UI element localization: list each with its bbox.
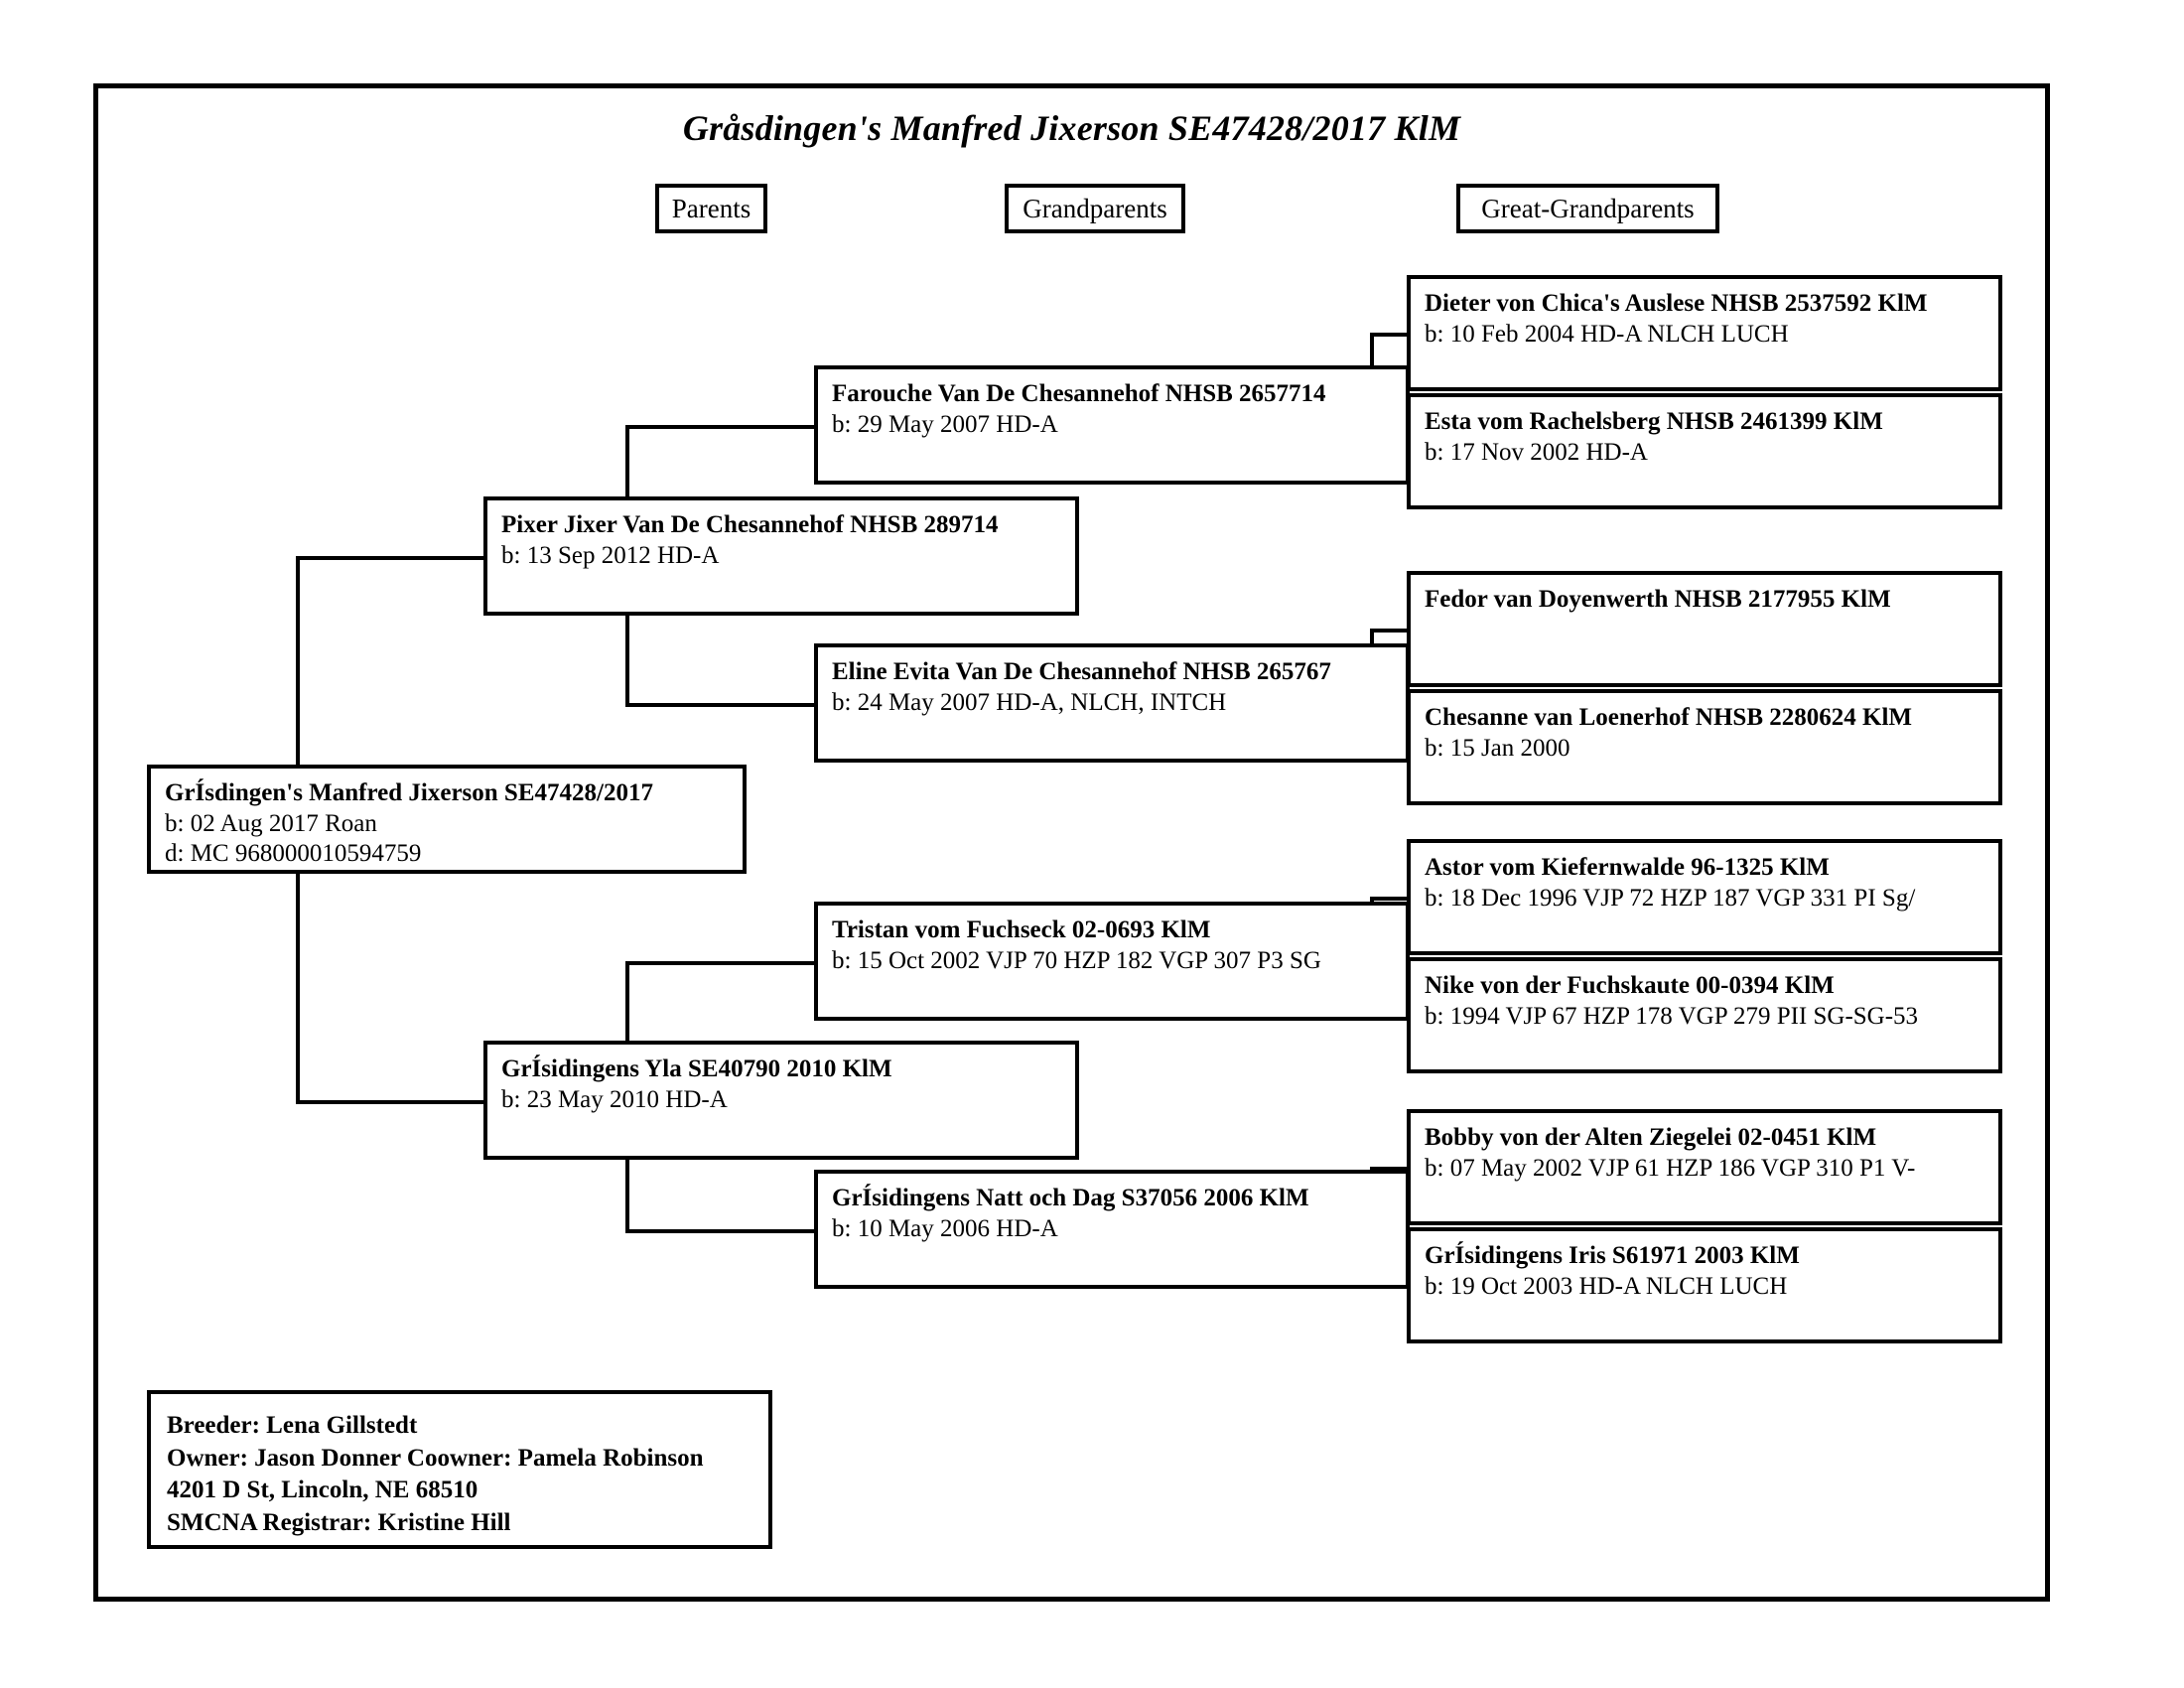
subject-name: GrÍsdingen's Manfred Jixerson SE47428/20… — [165, 779, 653, 806]
address-line: 4201 D St, Lincoln, NE 68510 — [167, 1477, 478, 1503]
grandparent-box-4[interactable]: GrÍsidingens Natt och Dag S37056 2006 Kl… — [814, 1170, 1410, 1289]
parent-sire-details: b: 13 Sep 2012 HD-A — [501, 541, 720, 569]
connector-gp4-to-ggp7 — [1370, 1167, 1411, 1171]
great-grandparent-1-details: b: 10 Feb 2004 HD-A NLCH LUCH — [1425, 320, 1789, 348]
breeder-line: Breeder: Lena Gillstedt — [167, 1412, 418, 1439]
great-grandparent-box-7[interactable]: Bobby von der Alten Ziegelei 02-0451 KlM… — [1407, 1109, 2002, 1225]
connector-gp1-to-ggp1 — [1370, 333, 1411, 337]
parent-sire-name: Pixer Jixer Van De Chesannehof NHSB 2897… — [501, 511, 999, 538]
great-grandparent-box-5[interactable]: Astor vom Kiefernwalde 96-1325 KlM b: 18… — [1407, 839, 2002, 955]
connector-gp2-to-ggp3 — [1370, 629, 1411, 633]
grandparent-1-name: Farouche Van De Chesannehof NHSB 2657714 — [832, 380, 1326, 407]
connector-gp3-to-ggp5 — [1370, 897, 1411, 901]
column-header-parents-label: Parents — [671, 193, 751, 223]
grandparent-box-3[interactable]: Tristan vom Fuchseck 02-0693 KlM b: 15 O… — [814, 902, 1410, 1021]
parent-box-dam[interactable]: GrÍsidingens Yla SE40790 2010 KlM b: 23 … — [483, 1041, 1079, 1160]
great-grandparent-8-details: b: 19 Oct 2003 HD-A NLCH LUCH — [1425, 1272, 1788, 1300]
registrar-line: SMCNA Registrar: Kristine Hill — [167, 1508, 511, 1536]
parent-box-sire[interactable]: Pixer Jixer Van De Chesannehof NHSB 2897… — [483, 496, 1079, 616]
great-grandparent-4-name: Chesanne van Loenerhof NHSB 2280624 KlM — [1425, 704, 1913, 731]
great-grandparent-box-4[interactable]: Chesanne van Loenerhof NHSB 2280624 KlM … — [1407, 689, 2002, 805]
grandparent-2-details: b: 24 May 2007 HD-A, NLCH, INTCH — [832, 688, 1227, 716]
column-header-grandparents-label: Grandparents — [1023, 193, 1167, 223]
grandparent-box-1[interactable]: Farouche Van De Chesannehof NHSB 2657714… — [814, 365, 1410, 485]
great-grandparent-5-details: b: 18 Dec 1996 VJP 72 HZP 187 VGP 331 PI… — [1425, 884, 1916, 912]
breeder-owner-info-box: Breeder: Lena Gillstedt Owner: Jason Don… — [147, 1390, 772, 1549]
grandparent-1-details: b: 29 May 2007 HD-A — [832, 410, 1058, 438]
column-header-great-grandparents: Great-Grandparents — [1456, 184, 1719, 233]
great-grandparent-7-details: b: 07 May 2002 VJP 61 HZP 186 VGP 310 P1… — [1425, 1154, 1916, 1182]
great-grandparent-4-details: b: 15 Jan 2000 — [1425, 734, 1570, 762]
great-grandparent-6-name: Nike von der Fuchskaute 00-0394 KlM — [1425, 972, 1835, 999]
grandparent-box-2[interactable]: Eline Evita Van De Chesannehof NHSB 2657… — [814, 643, 1410, 763]
grandparent-2-name: Eline Evita Van De Chesannehof NHSB 2657… — [832, 658, 1331, 685]
great-grandparent-5-name: Astor vom Kiefernwalde 96-1325 KlM — [1425, 854, 1830, 881]
great-grandparent-1-name: Dieter von Chica's Auslese NHSB 2537592 … — [1425, 290, 1928, 317]
chart-outer-frame — [93, 83, 2050, 1602]
great-grandparent-8-name: GrÍsidingens Iris S61971 2003 KlM — [1425, 1242, 1800, 1269]
column-header-great-grandparents-label: Great-Grandparents — [1481, 193, 1695, 223]
great-grandparent-box-2[interactable]: Esta vom Rachelsberg NHSB 2461399 KlM b:… — [1407, 393, 2002, 509]
subject-microchip: d: MC 968000010594759 — [165, 840, 422, 867]
connector-sire-to-gp1 — [625, 425, 818, 429]
page-title: Gråsdingen's Manfred Jixerson SE47428/20… — [682, 108, 1461, 148]
connector-subject-to-dam — [296, 1100, 487, 1104]
parent-dam-name: GrÍsidingens Yla SE40790 2010 KlM — [501, 1055, 892, 1082]
grandparent-3-details: b: 15 Oct 2002 VJP 70 HZP 182 VGP 307 P3… — [832, 946, 1321, 974]
grandparent-4-name: GrÍsidingens Natt och Dag S37056 2006 Kl… — [832, 1185, 1309, 1211]
great-grandparent-box-6[interactable]: Nike von der Fuchskaute 00-0394 KlM b: 1… — [1407, 957, 2002, 1073]
parent-dam-details: b: 23 May 2010 HD-A — [501, 1085, 728, 1113]
great-grandparent-2-details: b: 17 Nov 2002 HD-A — [1425, 438, 1648, 466]
great-grandparent-box-3[interactable]: Fedor van Doyenwerth NHSB 2177955 KlM — [1407, 571, 2002, 687]
column-header-parents: Parents — [655, 184, 767, 233]
column-header-grandparents: Grandparents — [1005, 184, 1185, 233]
grandparent-4-details: b: 10 May 2006 HD-A — [832, 1214, 1058, 1242]
owner-line: Owner: Jason Donner Coowner: Pamela Robi… — [167, 1444, 704, 1472]
connector-dam-to-gp4 — [625, 1229, 818, 1233]
connector-dam-to-gp3 — [625, 961, 818, 965]
great-grandparent-2-name: Esta vom Rachelsberg NHSB 2461399 KlM — [1425, 408, 1883, 435]
great-grandparent-7-name: Bobby von der Alten Ziegelei 02-0451 KlM — [1425, 1124, 1877, 1151]
subject-birth: b: 02 Aug 2017 Roan — [165, 809, 377, 837]
great-grandparent-6-details: b: 1994 VJP 67 HZP 178 VGP 279 PII SG-SG… — [1425, 1002, 1919, 1030]
grandparent-3-name: Tristan vom Fuchseck 02-0693 KlM — [832, 916, 1211, 943]
great-grandparent-box-1[interactable]: Dieter von Chica's Auslese NHSB 2537592 … — [1407, 275, 2002, 391]
great-grandparent-3-name: Fedor van Doyenwerth NHSB 2177955 KlM — [1425, 586, 1891, 613]
subject-box[interactable]: GrÍsdingen's Manfred Jixerson SE47428/20… — [147, 765, 747, 874]
connector-subject-to-sire — [296, 556, 487, 560]
great-grandparent-box-8[interactable]: GrÍsidingens Iris S61971 2003 KlM b: 19 … — [1407, 1227, 2002, 1343]
connector-sire-to-gp2 — [625, 703, 818, 707]
